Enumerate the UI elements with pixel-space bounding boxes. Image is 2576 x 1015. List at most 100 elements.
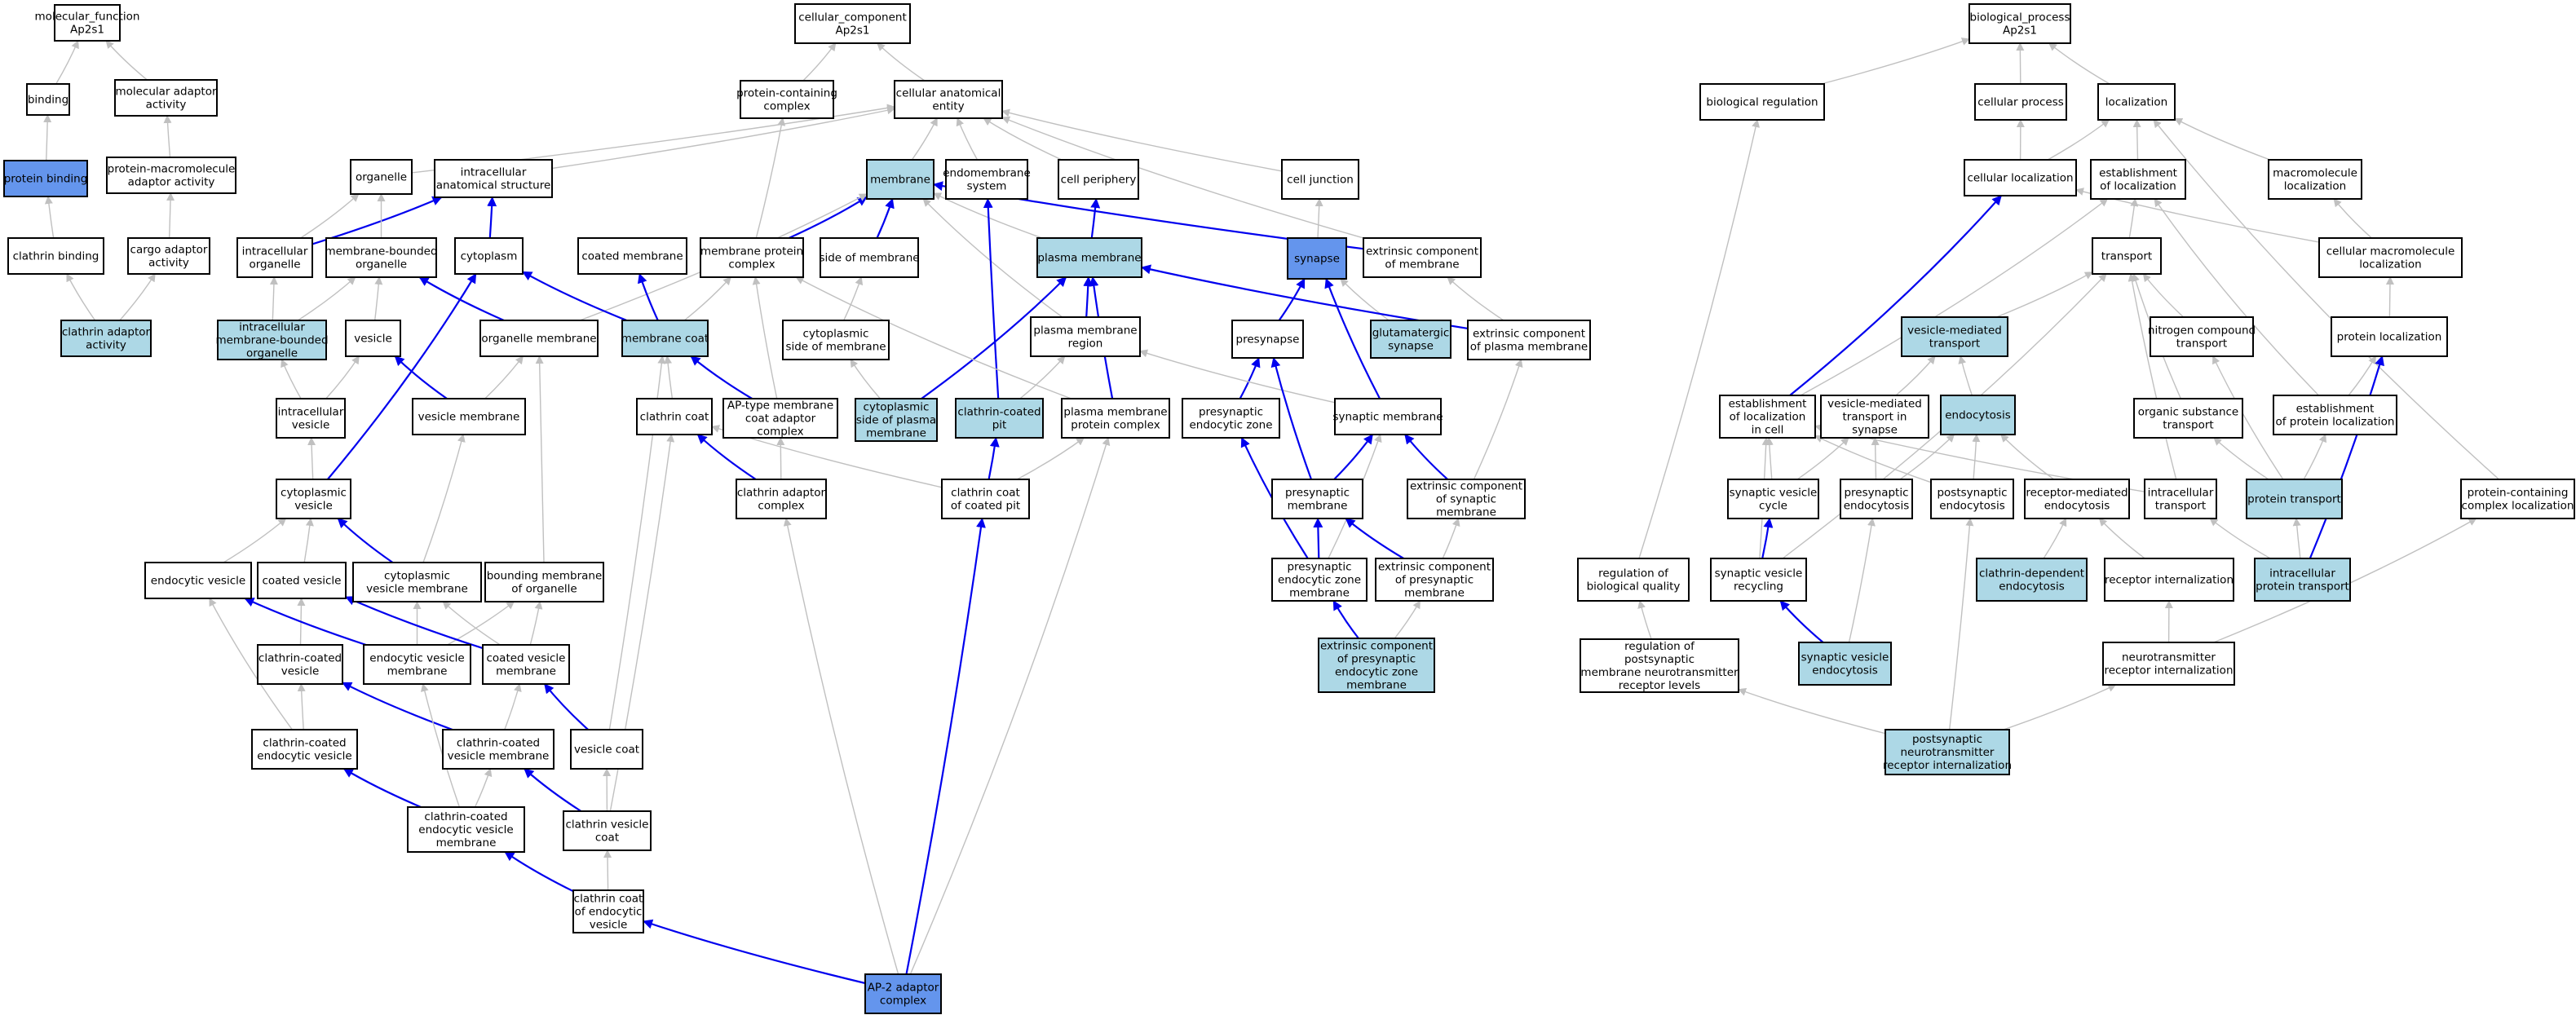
go-term-node-vesicle-coat[interactable]: vesicle coat <box>570 729 643 770</box>
go-term-node-clathrin-coat[interactable]: clathrin coat <box>636 398 713 435</box>
go-term-node-protein-binding[interactable]: protein binding <box>3 160 88 197</box>
go-term-node-cellular-process[interactable]: cellular process <box>1974 83 2067 121</box>
go-term-node-clathrin-binding[interactable]: clathrin binding <box>7 237 104 275</box>
go-term-node-receptor-internalization[interactable]: receptor internalization <box>2104 558 2234 602</box>
go-term-node-side-membrane[interactable]: side of membrane <box>819 237 920 278</box>
go-term-node-plasma-membrane[interactable]: plasma membrane <box>1036 237 1142 278</box>
go-term-node-localization[interactable]: localization <box>2097 83 2176 121</box>
go-term-node-membrane-coat[interactable]: membrane coat <box>621 320 709 357</box>
go-term-node-presynapse[interactable]: presynapse <box>1231 320 1304 359</box>
go-term-node-synaptic-membrane[interactable]: synaptic membrane <box>1332 398 1443 435</box>
go-term-node-cell-junction[interactable]: cell junction <box>1281 159 1359 200</box>
go-term-node-coated-membrane[interactable]: coated membrane <box>577 237 687 275</box>
go-term-node-bio-regulation[interactable]: biological regulation <box>1699 83 1825 121</box>
node-label-line: clathrin-coated <box>258 652 342 665</box>
go-term-node-vesicle[interactable]: vesicle <box>345 320 401 357</box>
go-term-node-protein-localization[interactable]: protein localization <box>2331 316 2448 357</box>
go-term-node-organelle[interactable]: organelle <box>350 159 413 195</box>
go-term-node-binding[interactable]: binding <box>26 83 70 116</box>
go-term-node-coated-vesicle[interactable]: coated vesicle <box>257 562 347 599</box>
go-term-node-cellular-localization[interactable]: cellular localization <box>1964 159 2077 196</box>
go-term-node-protein-transport[interactable]: protein transport <box>2246 479 2343 519</box>
go-term-node-organelle-membrane[interactable]: organelle membrane <box>479 320 599 357</box>
go-term-node-transport[interactable]: transport <box>2092 237 2162 275</box>
go-term-node-vesicle-membrane[interactable]: vesicle membrane <box>412 398 526 435</box>
go-term-node-membrane[interactable]: membrane <box>866 159 935 200</box>
go-term-node-synapse[interactable]: synapse <box>1287 237 1347 280</box>
go-term-node-cell-periphery[interactable]: cell periphery <box>1058 159 1139 200</box>
go-term-node-endocytic-vesicle[interactable]: endocytic vesicle <box>144 562 252 599</box>
go-term-node-endocytosis[interactable]: endocytosis <box>1940 395 2016 435</box>
go-term-node-cytoplasm[interactable]: cytoplasm <box>454 237 524 275</box>
